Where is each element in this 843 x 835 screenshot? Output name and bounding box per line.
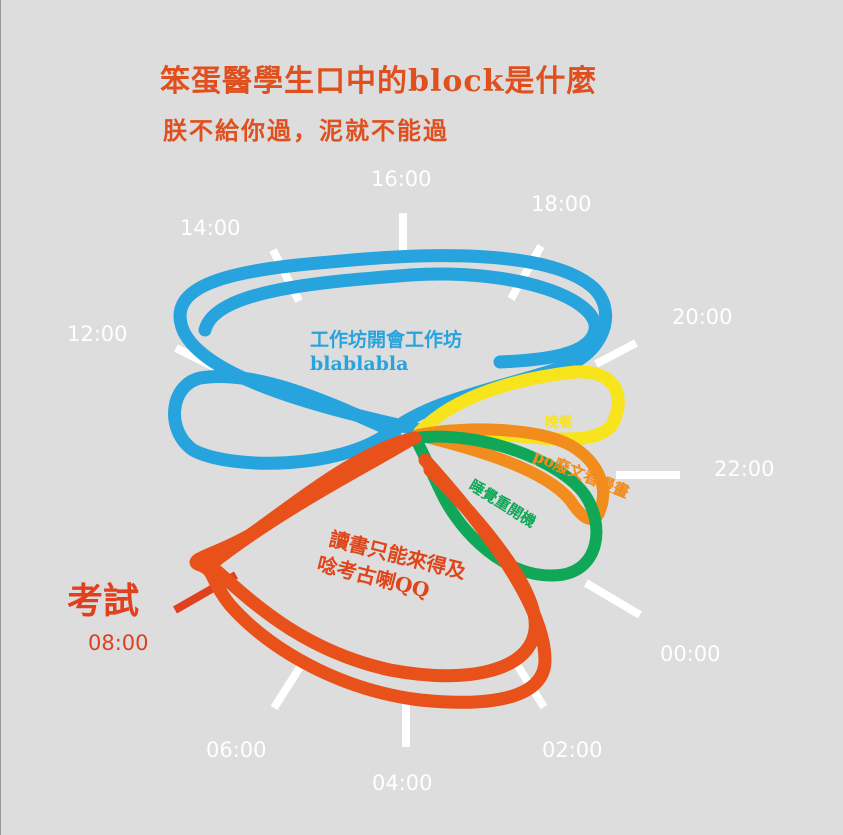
tick-18 [507, 244, 545, 301]
dinner-label: 晚餐 [545, 414, 574, 431]
clock-label-20: 20:00 [672, 305, 733, 329]
workshop-label-line2: blablabla [310, 353, 408, 375]
study-block-loop [189, 431, 552, 709]
workshop-loop-lower [168, 370, 402, 470]
clock-label-16: 16:00 [371, 167, 432, 191]
study-loop-inner [203, 433, 542, 683]
exam-label: 考試 [67, 580, 139, 622]
clock-label-14: 14:00 [180, 216, 241, 240]
sleep-block-loop [409, 430, 603, 582]
exam-time: 08:00 [88, 631, 149, 655]
clock-label-04: 04:00 [372, 771, 433, 795]
clock-label-18: 18:00 [531, 192, 592, 216]
clock-label-22: 22:00 [714, 457, 775, 481]
title-main: 笨蛋醫學生口中的block是什麼 [160, 64, 598, 99]
tick-00 [583, 579, 643, 619]
left-border [0, 0, 1, 835]
workshop-label-line1: 工作坊開會工作坊 [310, 328, 462, 351]
tick-20 [594, 339, 638, 368]
tick-06 [270, 664, 304, 711]
clock-label-02: 02:00 [542, 738, 603, 762]
title-sub: 朕不給你過，泥就不能過 [163, 116, 449, 145]
clock-label-00: 00:00 [660, 642, 721, 666]
workshop-loop-inner [198, 267, 602, 369]
clock-label-06: 06:00 [206, 738, 267, 762]
clock-label-12: 12:00 [67, 322, 128, 346]
